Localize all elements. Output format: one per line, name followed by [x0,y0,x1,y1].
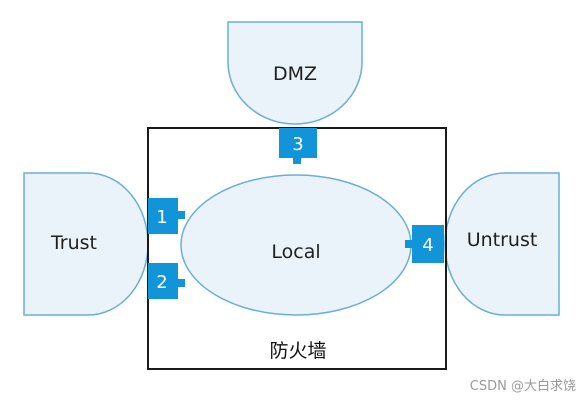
local-zone: Local [180,174,412,316]
port-2-connector [178,279,185,287]
port-1-label: 1 [156,207,167,228]
dmz-zone-shape [227,21,363,125]
port-2-label: 2 [156,272,167,293]
dmz-zone: DMZ [227,21,363,125]
port-3-box [279,128,317,158]
dmz-zone-label: DMZ [273,63,317,85]
trust-zone-label: Trust [50,232,97,254]
port-2: 2 [148,263,185,299]
port-3-label: 3 [292,134,303,155]
port-4-box [412,225,444,263]
port-4-connector [405,240,412,248]
trust-zone: Trust [23,172,149,316]
port-1-box [148,198,178,234]
port-4-label: 4 [422,235,433,256]
firewall-label: 防火墙 [269,340,326,362]
port-4: 4 [405,225,444,263]
untrust-zone-label: Untrust [467,229,538,251]
port-1: 1 [148,198,185,234]
port-3: 3 [279,128,317,164]
local-zone-label: Local [271,241,320,263]
port-1-connector [178,211,185,219]
port-3-connector [293,158,301,164]
port-2-box [148,263,178,299]
untrust-zone: Untrust [444,172,560,316]
watermark: CSDN @大白求饶 [469,379,576,394]
